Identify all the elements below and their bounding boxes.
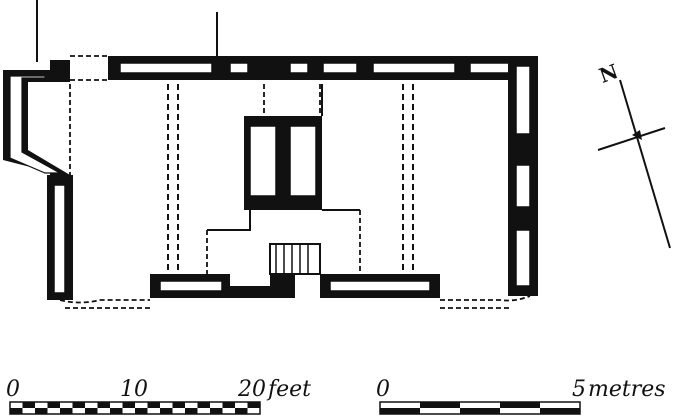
top-wall: [108, 56, 535, 80]
scale-feet-division: [122, 402, 135, 408]
scale-metres-tick-0: 0: [376, 377, 390, 402]
staircase: [269, 243, 321, 275]
scale-metres-division: [500, 402, 540, 408]
scale-metres-division: [420, 402, 460, 408]
scale-feet-division: [135, 408, 148, 414]
scale-feet-division: [222, 402, 235, 408]
scale-feet-division: [60, 408, 73, 414]
scale-feet-division: [160, 408, 173, 414]
scale-feet-tick-20: 20: [237, 377, 266, 402]
scale-feet-tick-0: 0: [6, 377, 20, 402]
scale-feet-division: [110, 408, 123, 414]
scale-feet-division: [22, 402, 35, 408]
scale-metres-division: [460, 408, 500, 414]
scale-metres-tick-5: 5: [572, 377, 586, 402]
scale-feet-division: [85, 408, 98, 414]
bottom-wall: [59, 274, 531, 309]
scale-feet-tick-10: 10: [120, 377, 148, 402]
floor-plan: [3, 0, 538, 309]
scale-metres-unit: metres: [588, 377, 666, 402]
scale-feet-division: [147, 402, 160, 408]
scale-feet-division: [47, 402, 60, 408]
scale-feet-division: [172, 402, 185, 408]
scale-feet-division: [72, 402, 85, 408]
scale-metres-division: [540, 408, 580, 414]
chimney-stack: [244, 116, 322, 210]
north-arrow: N: [596, 59, 671, 249]
scale-bar-metres: 0 5 metres: [376, 377, 666, 415]
scale-feet-division: [247, 402, 260, 408]
scale-feet-division: [185, 408, 198, 414]
scale-metres-division: [380, 408, 420, 414]
scale-feet-division: [197, 402, 210, 408]
scale-feet-division: [210, 408, 223, 414]
scale-feet-division: [97, 402, 110, 408]
interior-partitions: [69, 84, 414, 274]
scale-feet-division: [235, 408, 248, 414]
scale-feet-unit: feet: [266, 377, 311, 402]
bay-window: [3, 60, 70, 185]
scale-metres-divisions: [380, 402, 580, 414]
scale-feet-division: [10, 408, 23, 414]
left-wall: [47, 175, 73, 300]
north-label: N: [596, 59, 621, 88]
scale-bar-feet: 0 10 20 feet: [6, 377, 311, 415]
scale-feet-division: [35, 408, 48, 414]
scale-feet-divisions: [10, 402, 260, 414]
right-wall: [508, 56, 538, 296]
